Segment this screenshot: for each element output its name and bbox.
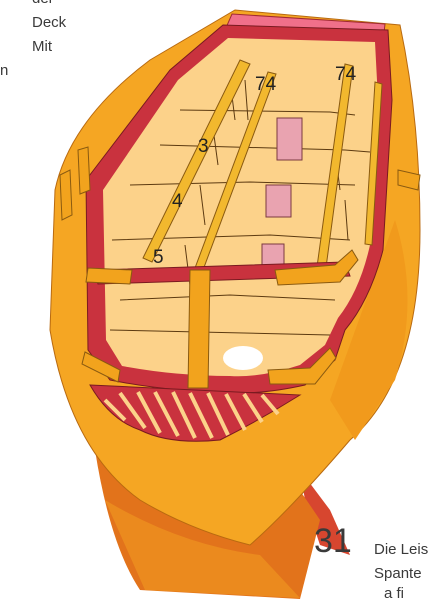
label-frame-5: 5 [153, 247, 164, 268]
light-spot [223, 346, 263, 370]
caption-bottom-line-1: Die Leis [374, 538, 428, 562]
label-frame-3: 3 [198, 136, 209, 157]
label-74-left: 74 [255, 74, 277, 95]
label-frame-4: 4 [172, 191, 183, 212]
step-number: 31 [314, 524, 352, 558]
caption-bottom-line-3: a fi [384, 582, 404, 606]
label-74-right: 74 [335, 64, 357, 85]
caption-bottom: Die Leis Spante a fi [374, 538, 428, 586]
